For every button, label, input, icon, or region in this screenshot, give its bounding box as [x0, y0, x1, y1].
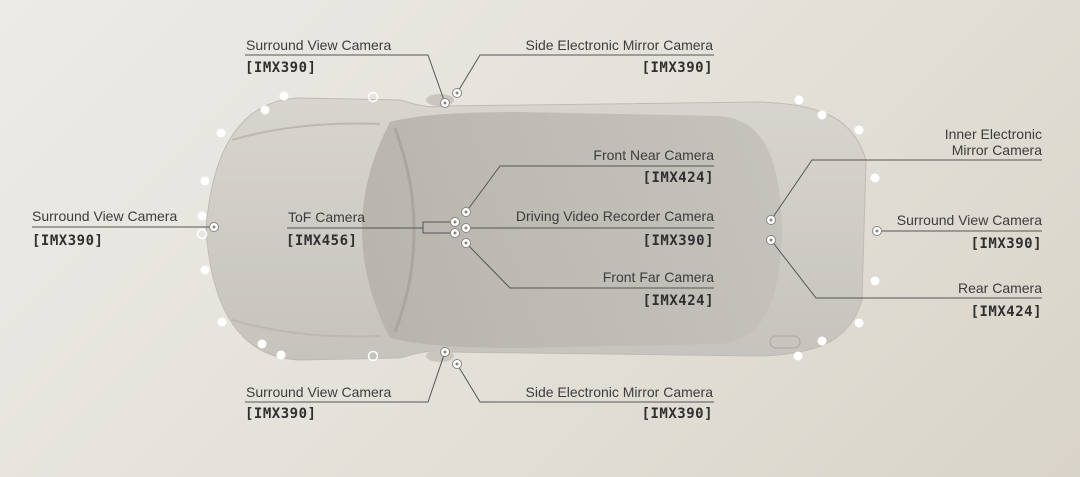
label-surround-right: Surround View Camera [896, 212, 1042, 228]
car-hood-crease-top [231, 122, 381, 141]
sensor-dot [276, 350, 286, 360]
sensor-dot [817, 110, 827, 120]
code-front-far: [IMX424] [642, 293, 714, 309]
sensor-dot [870, 276, 880, 286]
sensor-dot [870, 173, 880, 183]
line-side-mirror-top [456, 54, 714, 94]
sensor-dot [854, 318, 864, 328]
line-rear [770, 239, 1042, 299]
label-side-mirror-top: Side Electronic Mirror Camera [525, 37, 714, 53]
sensor-dot [216, 128, 226, 138]
sensor-dot [793, 351, 803, 361]
label-surround-top: Surround View Camera [246, 37, 392, 53]
label-rear: Rear Camera [957, 280, 1042, 296]
sensor-dot [794, 95, 804, 105]
camera-marker-center [464, 210, 468, 214]
camera-marker-center [464, 241, 468, 245]
label-side-mirror-bottom: Side Electronic Mirror Camera [525, 384, 714, 400]
sensor-dot [817, 336, 827, 346]
label-surround-left: Surround View Camera [32, 208, 178, 224]
perimeter-sensors [197, 91, 880, 361]
line-inner-mirror [770, 159, 1042, 221]
camera-marker-center [464, 226, 468, 230]
camera-marker-center [453, 220, 457, 224]
camera-marker-center [455, 91, 459, 95]
code-surround-left: [IMX390] [32, 233, 104, 249]
camera-marker-center [769, 238, 773, 242]
camera-markers [209, 88, 882, 369]
line-surround-top [245, 54, 446, 104]
code-surround-bottom: [IMX390] [245, 406, 317, 422]
car-hood-crease-bottom [231, 319, 381, 338]
code-driving-recorder: [IMX390] [642, 233, 714, 249]
label-front-near: Front Near Camera [593, 147, 714, 163]
sensor-dot [197, 211, 207, 221]
line-front-far [465, 242, 714, 289]
code-front-near: [IMX424] [642, 170, 714, 186]
line-front-near [465, 165, 714, 213]
label-surround-bottom: Surround View Camera [246, 384, 392, 400]
camera-marker-center [443, 101, 447, 105]
label-inner-mirror-line1: Inner Electronic [944, 126, 1042, 142]
camera-marker-center [443, 350, 447, 354]
radar-ring [367, 91, 379, 103]
line-tof [287, 221, 455, 229]
car-silhouette [205, 94, 867, 362]
line-tof-2 [422, 228, 455, 234]
label-front-far: Front Far Camera [602, 269, 714, 285]
sensor-dot [217, 317, 227, 327]
label-tof: ToF Camera [288, 209, 366, 225]
leader-lines [32, 54, 1042, 403]
line-side-mirror-bottom [456, 363, 714, 403]
camera-marker-center [212, 225, 216, 229]
code-side-mirror-bottom: [IMX390] [641, 406, 713, 422]
camera-marker-center [769, 218, 773, 222]
sensor-dot [260, 105, 270, 115]
camera-marker-center [453, 231, 457, 235]
sensor-dot [854, 125, 864, 135]
code-surround-right: [IMX390] [970, 236, 1042, 252]
label-driving-recorder: Driving Video Recorder Camera [515, 208, 714, 224]
camera-marker-center [455, 362, 459, 366]
sensor-dot [257, 339, 267, 349]
code-rear: [IMX424] [970, 304, 1042, 320]
code-side-mirror-top: [IMX390] [641, 60, 713, 76]
radar-ring [367, 350, 379, 362]
sensor-dot [200, 265, 210, 275]
line-surround-bottom [245, 351, 446, 403]
sensor-dot [200, 176, 210, 186]
radar-ring [196, 228, 208, 240]
car-glass-roof [362, 112, 782, 348]
code-surround-top: [IMX390] [245, 60, 317, 76]
car-windshield-frame [393, 127, 416, 333]
camera-marker-center [875, 229, 879, 233]
code-tof: [IMX456] [286, 233, 358, 249]
car-rear-lamp [769, 335, 801, 349]
radar-markers [196, 91, 379, 362]
sensor-dot [279, 91, 289, 101]
label-inner-mirror-line2: Mirror Camera [951, 142, 1042, 158]
